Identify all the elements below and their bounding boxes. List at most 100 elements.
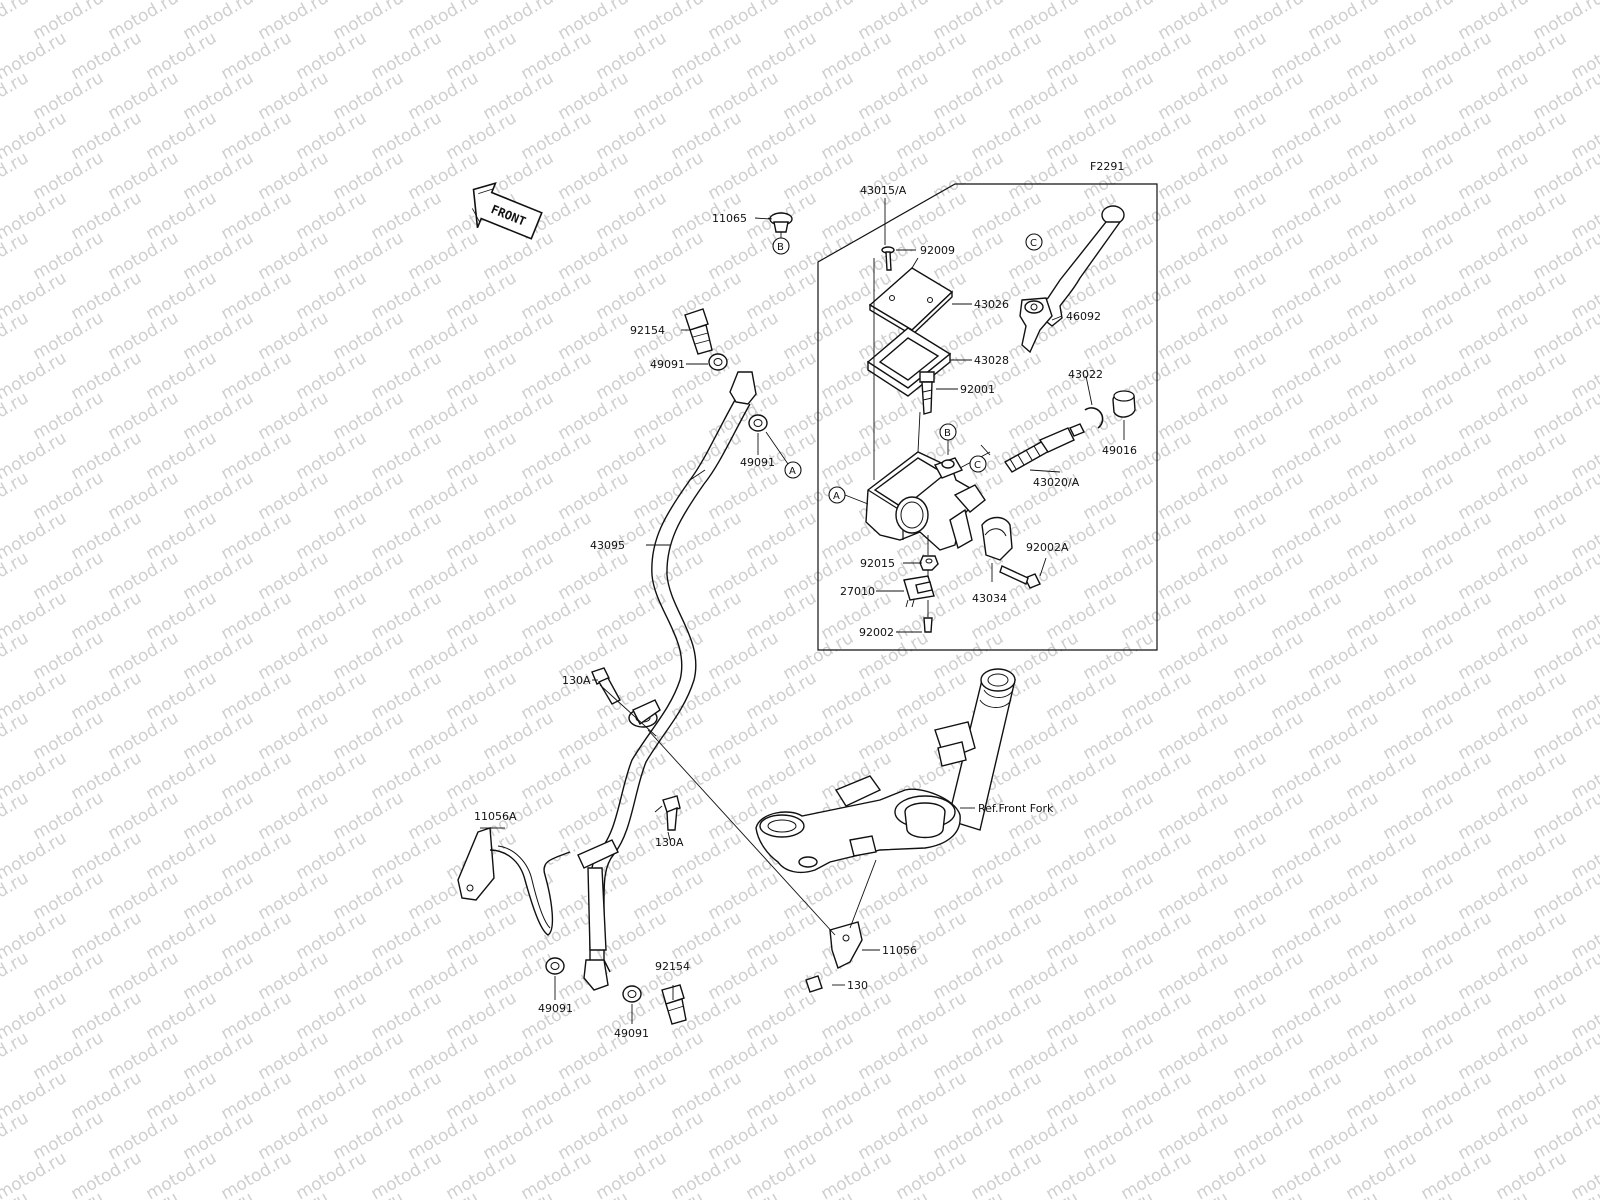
watermark-text: motod.ru: [68, 748, 146, 804]
master-cylinder-body: [865, 451, 986, 551]
watermark-text: motod.ru: [1530, 68, 1600, 124]
watermark-text: motod.ru: [1455, 788, 1533, 844]
watermark-text: motod.ru: [818, 428, 896, 484]
watermark-text: motod.ru: [330, 628, 408, 684]
watermark-text: motod.ru: [1305, 1028, 1383, 1084]
watermark-text: motod.ru: [930, 948, 1008, 1004]
watermark-text: motod.ru: [1005, 788, 1083, 844]
watermark-text: motod.ru: [1005, 628, 1083, 684]
watermark-text: motod.ru: [668, 268, 746, 324]
watermark-text: motod.ru: [405, 708, 483, 764]
watermark-text: motod.ru: [593, 508, 671, 564]
watermark-text: motod.ru: [255, 1028, 333, 1084]
watermark-text: motod.ru: [1343, 668, 1421, 724]
watermark-text: motod.ru: [930, 148, 1008, 204]
watermark-text: motod.ru: [405, 308, 483, 364]
watermark-text: motod.ru: [1080, 0, 1158, 44]
watermark-text: motod.ru: [330, 548, 408, 604]
watermark-text: motod.ru: [480, 1108, 558, 1164]
watermark-text: motod.ru: [780, 0, 858, 44]
watermark-text: motod.ru: [143, 828, 221, 884]
watermark-text: motod.ru: [1230, 308, 1308, 364]
label-49091-top: 49091: [650, 358, 685, 371]
watermark-text: motod.ru: [743, 268, 821, 324]
watermark-text: motod.ru: [593, 188, 671, 244]
watermark-text: motod.ru: [1118, 748, 1196, 804]
watermark-text: motod.ru: [1380, 628, 1458, 684]
watermark-text: motod.ru: [1268, 28, 1346, 84]
watermark-text: motod.ru: [1193, 1148, 1271, 1200]
watermark-text: motod.ru: [368, 108, 446, 164]
watermark-text: motod.ru: [68, 188, 146, 244]
banjo-bolt-92154-bottom: [661, 984, 687, 1025]
watermark-text: motod.ru: [1230, 68, 1308, 124]
watermark-text: motod.ru: [668, 1068, 746, 1124]
watermark-text: motod.ru: [1193, 508, 1271, 564]
watermark-text: motod.ru: [368, 588, 446, 644]
watermark-text: motod.ru: [330, 68, 408, 124]
watermark-text: motod.ru: [143, 268, 221, 324]
watermark-text: motod.ru: [1193, 268, 1271, 324]
watermark-text: motod.ru: [105, 788, 183, 844]
watermark-text: motod.ru: [1380, 708, 1458, 764]
watermark-text: motod.ru: [218, 748, 296, 804]
watermark-text: motod.ru: [180, 308, 258, 364]
watermark-text: motod.ru: [293, 988, 371, 1044]
watermark-text: motod.ru: [405, 228, 483, 284]
watermark-text: motod.ru: [855, 0, 933, 44]
watermark-text: motod.ru: [293, 108, 371, 164]
watermark-text: motod.ru: [143, 508, 221, 564]
watermark-text: motod.ru: [218, 268, 296, 324]
screw-92001: [919, 371, 935, 415]
watermark-text: motod.ru: [555, 388, 633, 444]
watermark-text: motod.ru: [1005, 868, 1083, 924]
watermark-text: motod.ru: [855, 68, 933, 124]
watermark-text: motod.ru: [443, 1148, 521, 1200]
callout-a-body: A: [828, 486, 846, 504]
watermark-text: motod.ru: [1193, 988, 1271, 1044]
brake-switch-27010: [903, 575, 935, 608]
washer-49091-br: [622, 985, 642, 1003]
screw-92002: [923, 617, 933, 633]
watermark-text: motod.ru: [180, 1028, 258, 1084]
watermark-text: motod.ru: [0, 0, 32, 44]
callout-c-body: C: [969, 455, 987, 473]
watermark-text: motod.ru: [143, 188, 221, 244]
hose-clamp-lower: [577, 839, 619, 869]
watermark-text: motod.ru: [480, 0, 558, 44]
watermark-text: motod.ru: [893, 988, 971, 1044]
watermark-text: motod.ru: [1380, 868, 1458, 924]
label-43095: 43095: [590, 539, 625, 552]
label-43020a: 43020/A: [1033, 476, 1080, 489]
label-11056a: 11056A: [474, 810, 517, 823]
watermark-text: motod.ru: [1343, 188, 1421, 244]
watermark-text: motod.ru: [180, 68, 258, 124]
watermark-text: motod.ru: [930, 1028, 1008, 1084]
watermark-text: motod.ru: [818, 668, 896, 724]
watermark-text: motod.ru: [143, 1068, 221, 1124]
watermark-text: motod.ru: [668, 28, 746, 84]
watermark-text: motod.ru: [218, 108, 296, 164]
watermark-text: motod.ru: [1193, 668, 1271, 724]
watermark-text: motod.ru: [1305, 548, 1383, 604]
watermark-text: motod.ru: [1418, 988, 1496, 1044]
watermark-text: motod.ru: [1193, 348, 1271, 404]
watermark-text: motod.ru: [1305, 0, 1383, 44]
watermark-text: motod.ru: [518, 428, 596, 484]
watermark-text: motod.ru: [255, 388, 333, 444]
callout-b-top: B: [772, 237, 790, 255]
watermark-text: motod.ru: [705, 68, 783, 124]
watermark-text: motod.ru: [368, 988, 446, 1044]
watermark-text: motod.ru: [630, 68, 708, 124]
watermark-text: motod.ru: [30, 788, 108, 844]
watermark-text: motod.ru: [368, 668, 446, 724]
watermark-text: motod.ru: [1155, 788, 1233, 844]
watermark-text: motod.ru: [893, 28, 971, 84]
watermark-text: motod.ru: [968, 988, 1046, 1044]
watermark-text: motod.ru: [105, 148, 183, 204]
watermark-text: motod.ru: [405, 1028, 483, 1084]
watermark-text: motod.ru: [780, 68, 858, 124]
watermark-text: motod.ru: [1418, 828, 1496, 884]
watermark-text: motod.ru: [0, 1188, 32, 1200]
